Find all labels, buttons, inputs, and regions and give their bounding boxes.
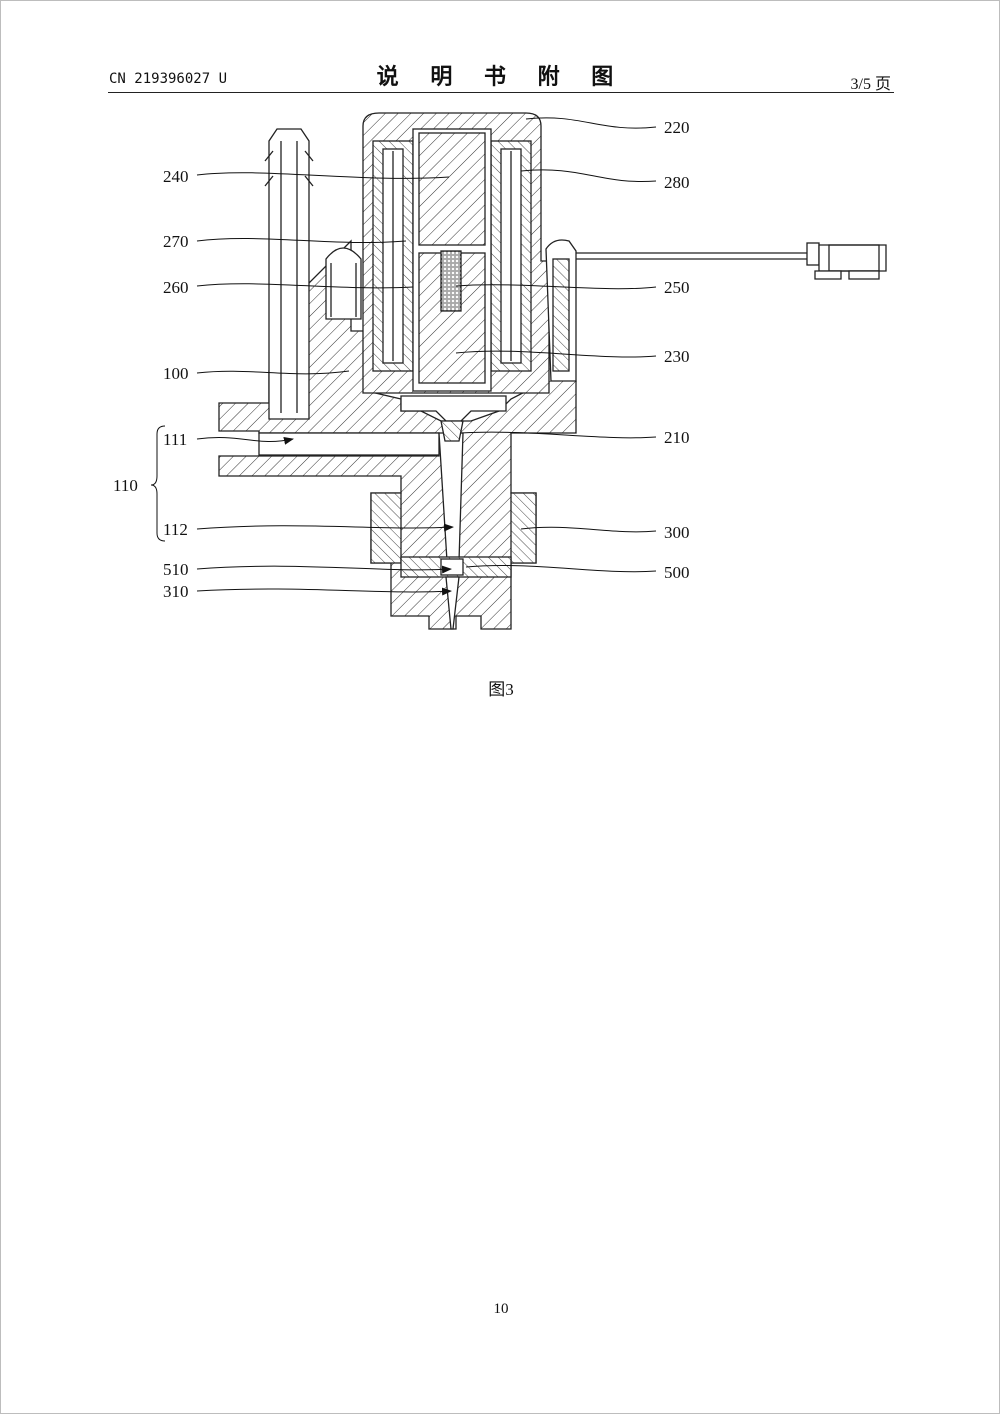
label-300: 300 <box>664 523 690 542</box>
label-111: 111 <box>163 430 187 449</box>
header-rule <box>108 92 894 93</box>
label-240: 240 <box>163 167 189 186</box>
leader-lines-left <box>150 172 454 596</box>
label-500: 500 <box>664 563 690 582</box>
label-260: 260 <box>163 278 189 297</box>
label-310: 310 <box>163 582 189 601</box>
label-220: 220 <box>664 118 690 137</box>
label-112: 112 <box>163 520 188 539</box>
label-270: 270 <box>163 232 189 251</box>
label-210: 210 <box>664 428 690 447</box>
label-110: 110 <box>113 476 138 495</box>
page-title: 说 明 书 附 图 <box>376 65 626 90</box>
label-230: 230 <box>664 347 690 366</box>
valve-body <box>218 112 887 630</box>
page-number: 10 <box>493 1301 509 1317</box>
page-of: 3/5 页 <box>850 76 891 93</box>
figure-3-drawing: 220 280 250 230 210 300 500 240 270 260 … <box>113 112 887 630</box>
label-250: 250 <box>664 278 690 297</box>
figure-caption: 图3 <box>488 680 514 699</box>
leader-lines-right <box>455 117 657 573</box>
label-100: 100 <box>163 364 189 383</box>
label-280: 280 <box>664 173 690 192</box>
label-510: 510 <box>163 560 189 579</box>
document-number: CN 219396027 U <box>109 71 228 87</box>
